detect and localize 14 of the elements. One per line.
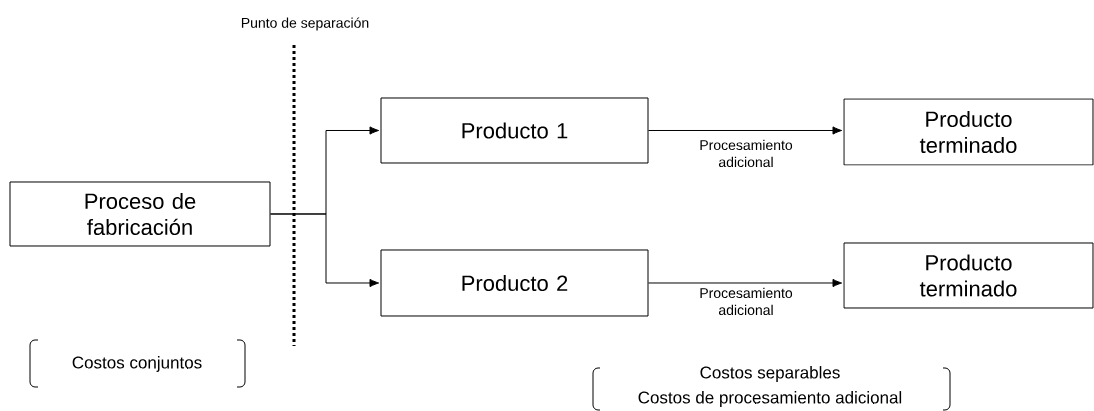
process-box: Proceso de fabricación — [9, 181, 271, 247]
cost-label: Costos separables — [700, 366, 840, 382]
process-box: Producto 2 — [380, 249, 649, 317]
edge-label: Procesamiento adicional — [700, 139, 793, 168]
arrow — [270, 213, 380, 288]
arrow — [648, 126, 843, 135]
process-box: Producto terminado — [843, 242, 1094, 309]
process-box: Producto 1 — [380, 97, 649, 164]
cost-label: Costos de procesamiento adicional — [638, 391, 902, 407]
process-box: Producto terminado — [843, 98, 1094, 166]
annotation-text: Punto de separación — [241, 17, 369, 31]
arrow — [648, 278, 843, 288]
edge-label: Procesamiento adicional — [700, 287, 793, 316]
cost-label: Costos conjuntos — [72, 356, 202, 372]
